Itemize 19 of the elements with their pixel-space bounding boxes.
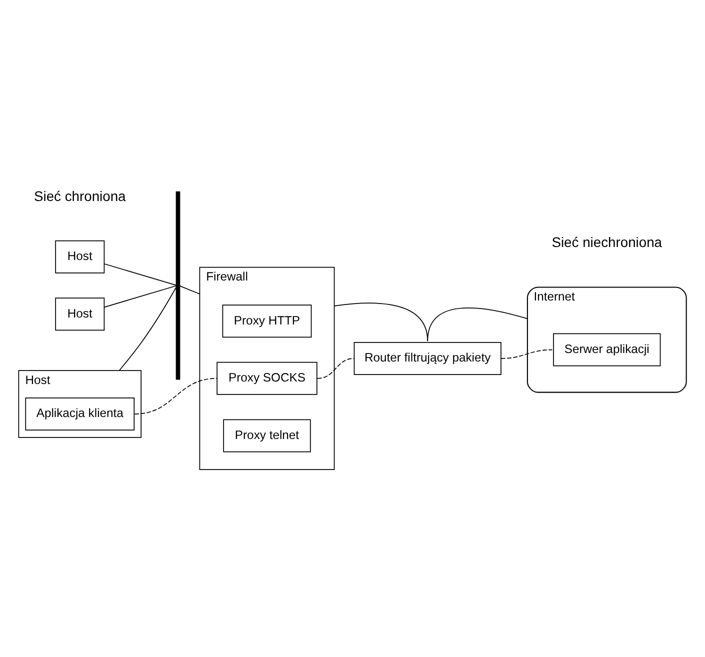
node-box: Proxy SOCKS <box>216 362 318 395</box>
node-box: Serwer aplikacji <box>553 333 661 366</box>
node-box: Host <box>55 240 105 274</box>
label: Sieć chroniona <box>34 188 126 204</box>
connector <box>427 308 528 342</box>
connector <box>316 358 355 379</box>
node-box: Proxy telnet <box>223 419 311 452</box>
node-box: Proxy HTTP <box>222 304 312 338</box>
label: Sieć niechroniona <box>552 234 662 250</box>
node-box: Aplikacja klienta <box>25 398 135 431</box>
node-box: Host <box>55 298 105 331</box>
node-box: Router filtrujący pakiety <box>354 342 502 375</box>
node-bar <box>176 191 180 380</box>
connector <box>134 378 218 414</box>
connector <box>104 263 176 286</box>
connector <box>179 286 200 294</box>
connector <box>500 349 553 359</box>
connector <box>118 286 177 372</box>
connector <box>104 285 176 308</box>
